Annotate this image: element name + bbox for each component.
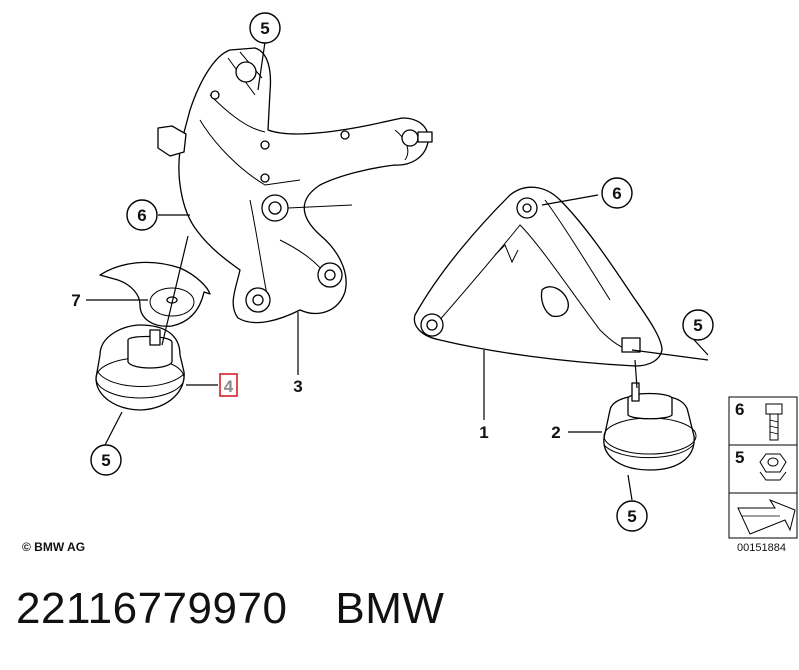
brand-name: BMW [335,584,445,633]
engine-bracket-part-3 [157,47,433,324]
svg-text:5: 5 [693,316,702,335]
triangular-bracket-part-1 [413,186,663,367]
part-number: 22116779970 [16,584,288,633]
svg-text:5: 5 [101,451,110,470]
callout-7: 7 [71,291,80,310]
svg-text:4: 4 [224,377,234,396]
svg-text:5: 5 [735,448,744,467]
nut-icon [759,453,787,481]
callout-5-left-bottom: 5 [90,444,122,476]
svg-text:6: 6 [735,400,744,419]
arrow-icon [737,498,796,535]
legend-item-6: 6 [735,400,783,441]
callout-5-right-bottom: 5 [616,500,648,532]
hardware-legend: 6 5 [728,396,798,539]
svg-text:1: 1 [479,423,488,442]
svg-text:2: 2 [551,423,560,442]
part-number-line: 22116779970 BMW [16,584,444,634]
callout-5-right: 5 [682,309,714,341]
callout-3: 3 [293,377,302,396]
svg-text:5: 5 [260,19,269,38]
parts-diagram: 5 6 7 4 3 5 6 5 1 2 5 6 [71,12,798,539]
svg-text:3: 3 [293,377,302,396]
engine-mount-part-4 [95,324,185,411]
svg-text:5: 5 [627,507,636,526]
callout-6-left: 6 [126,199,158,231]
svg-text:6: 6 [137,206,146,225]
callout-1: 1 [479,423,488,442]
callout-6-right: 6 [601,177,633,209]
svg-text:6: 6 [612,184,621,203]
figure-id: 00151884 [737,542,786,554]
callout-5-top: 5 [249,12,281,44]
callout-2: 2 [551,423,560,442]
callout-4-highlighted: 4 [219,373,238,397]
engine-mount-part-2 [603,382,697,471]
svg-text:7: 7 [71,291,80,310]
copyright-notice: © BMW AG [22,540,86,554]
bolt-icon [765,403,783,441]
legend-item-5: 5 [735,448,787,481]
heat-shield-part-7 [99,261,211,327]
